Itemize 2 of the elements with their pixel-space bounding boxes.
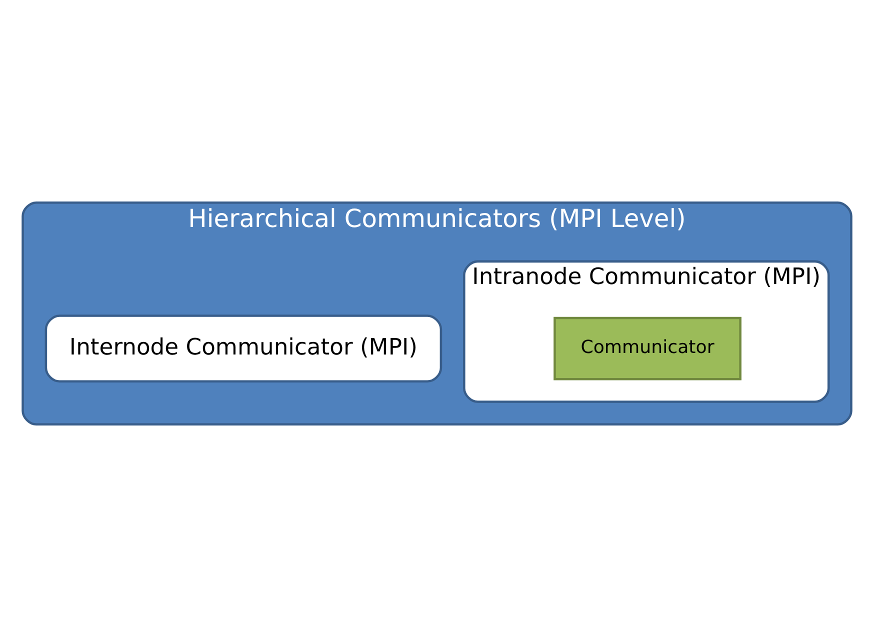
node-box: Communicator — [553, 316, 741, 380]
node-box: Internode Communicator (MPI) — [44, 314, 442, 382]
